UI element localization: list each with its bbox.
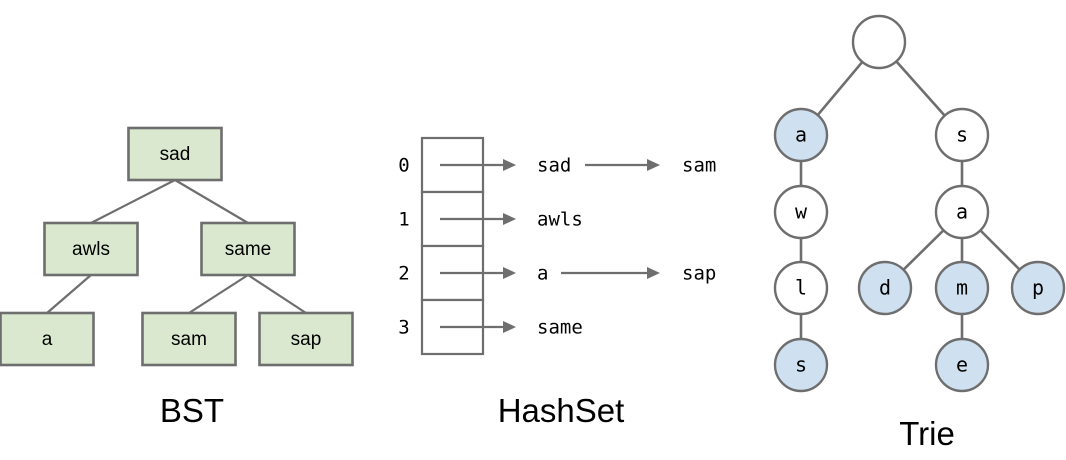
trie-node-terminal-circle xyxy=(773,107,829,163)
bst-edge xyxy=(188,274,249,314)
trie-node-label: l xyxy=(795,276,807,300)
bst-node[interactable]: sad xyxy=(127,126,223,182)
trie-node-circle xyxy=(934,107,990,163)
bst-node-label: awls xyxy=(72,239,110,260)
trie-node-circle xyxy=(934,184,990,240)
bst-node-box xyxy=(258,311,354,367)
trie-node-circle xyxy=(851,14,907,70)
trie-node-terminal-circle xyxy=(857,260,913,316)
bst-node-label: sap xyxy=(291,329,322,350)
bst-edge xyxy=(90,179,176,224)
trie-node-group: a s w a l d m p s e xyxy=(773,14,1066,393)
bst-node-box xyxy=(200,221,296,277)
bst-edge-group xyxy=(46,179,307,314)
bst-edge xyxy=(247,274,307,314)
trie-node-terminal-circle xyxy=(934,260,990,316)
trie-node-label: a xyxy=(795,123,807,147)
hashset-caption: HashSet xyxy=(498,392,625,429)
trie-node[interactable]: s xyxy=(934,107,990,163)
trie-node-terminal-circle xyxy=(1010,260,1066,316)
arrow-head-icon xyxy=(503,267,516,279)
trie-node-label: d xyxy=(879,276,891,300)
trie-node-label: a xyxy=(956,200,968,224)
trie-node-label: w xyxy=(795,200,808,224)
bst-node-label: sad xyxy=(160,144,191,165)
trie-node-terminal-circle xyxy=(934,337,990,393)
bst-node[interactable]: sap xyxy=(258,311,354,367)
trie-node[interactable]: m xyxy=(934,260,990,316)
trie-edge xyxy=(816,61,864,116)
hashset-chain-entry[interactable]: sad xyxy=(537,155,571,177)
bst-node-box xyxy=(43,221,139,277)
trie-node[interactable]: a xyxy=(934,184,990,240)
bst-node[interactable]: awls xyxy=(43,221,139,277)
trie-edge xyxy=(902,229,945,271)
hashset-chain-entry[interactable]: awls xyxy=(537,209,583,231)
hashset-bucket-index: 0 xyxy=(398,155,409,177)
bst-node[interactable]: a xyxy=(0,311,95,367)
trie-node[interactable]: s xyxy=(773,337,829,393)
hashset-chain-entry[interactable]: same xyxy=(537,317,583,339)
hashset-bucket-index: 3 xyxy=(398,317,409,339)
trie-caption: Trie xyxy=(899,415,955,452)
trie-node-circle xyxy=(773,184,829,240)
hashset-chain-entry[interactable]: sap xyxy=(682,263,716,285)
bst-edge xyxy=(174,179,249,224)
hashset-chain-entry[interactable]: a xyxy=(537,263,548,285)
bst-panel: sad awls same a sam sap BST xyxy=(0,126,354,429)
trie-edge-group xyxy=(799,60,1021,339)
trie-node[interactable]: e xyxy=(934,337,990,393)
trie-node-label: s xyxy=(795,353,807,377)
trie-node-terminal-circle xyxy=(773,337,829,393)
bst-node[interactable]: same xyxy=(200,221,296,277)
trie-edge xyxy=(979,229,1021,271)
arrow-head-icon xyxy=(647,159,660,171)
bst-node-box xyxy=(141,311,237,367)
bst-caption: BST xyxy=(160,392,224,429)
trie-node[interactable]: p xyxy=(1010,260,1066,316)
arrow-head-icon xyxy=(647,267,660,279)
trie-node[interactable]: d xyxy=(857,260,913,316)
trie-panel: a s w a l d m p s e Trie xyxy=(773,14,1066,452)
trie-node-label: e xyxy=(956,353,968,377)
arrow-head-icon xyxy=(503,213,516,225)
trie-node[interactable] xyxy=(851,14,907,70)
hashset-chain-entry[interactable]: sam xyxy=(682,155,716,177)
trie-edge xyxy=(895,60,946,117)
bst-edge xyxy=(46,274,92,314)
trie-node-label: s xyxy=(956,123,968,147)
bst-node-label: a xyxy=(42,329,53,350)
bst-node-label: sam xyxy=(171,329,207,350)
trie-node-circle xyxy=(773,260,829,316)
hashset-chain-group: sad sam awls a sap same xyxy=(440,155,716,339)
bst-node-group: sad awls same a sam sap xyxy=(0,126,354,367)
bst-node[interactable]: sam xyxy=(141,311,237,367)
trie-node[interactable]: l xyxy=(773,260,829,316)
hashset-array: 0 1 2 3 xyxy=(398,136,485,356)
trie-node-label: p xyxy=(1032,276,1044,300)
hashset-bucket-index: 2 xyxy=(398,263,409,285)
arrow-head-icon xyxy=(503,321,516,333)
bst-node-box xyxy=(127,126,223,182)
arrow-head-icon xyxy=(503,159,516,171)
bst-node-label: same xyxy=(225,239,271,260)
trie-node-label: m xyxy=(956,276,968,300)
trie-node[interactable]: a xyxy=(773,107,829,163)
trie-node[interactable]: w xyxy=(773,184,829,240)
bst-node-box xyxy=(0,311,95,367)
hashset-bucket-index: 1 xyxy=(398,209,409,231)
hashset-panel: 0 1 2 3 sad sam awls a sap same HashSet xyxy=(398,136,716,429)
